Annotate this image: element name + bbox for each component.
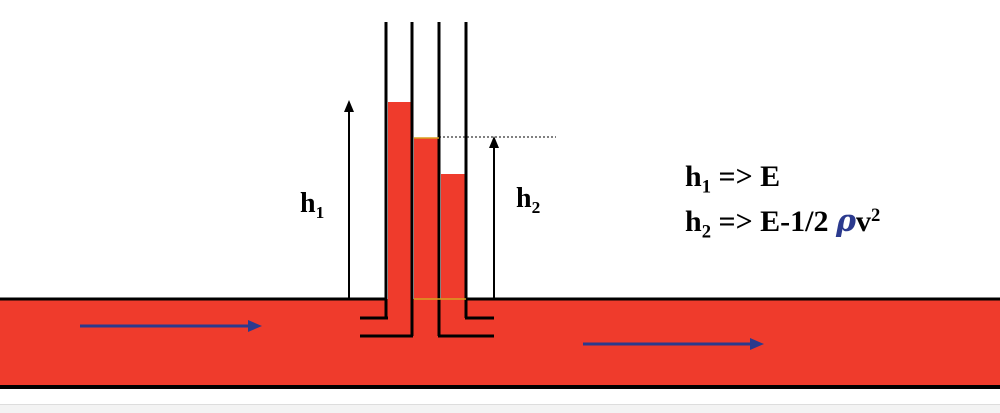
rho-symbol: ρ xyxy=(836,204,856,239)
bottom-strip xyxy=(0,404,1000,413)
h2-label: h2 xyxy=(516,183,541,218)
tube1-fluid xyxy=(388,102,412,300)
tube2-inner-fluid xyxy=(414,138,439,336)
formula-line-1: h1 => E xyxy=(685,160,781,198)
pipe-fluid xyxy=(0,299,1000,387)
flow-arrow-left-head xyxy=(248,320,262,332)
h1-arrow-head xyxy=(344,100,354,112)
h1-label: h1 xyxy=(300,188,325,223)
formula-line-2: h2 => E-1/2 ρv2 xyxy=(685,204,881,243)
flow-arrow-right-head xyxy=(750,338,764,350)
h2-arrow-head xyxy=(489,136,499,148)
tube2-outer-fluid xyxy=(441,174,465,300)
